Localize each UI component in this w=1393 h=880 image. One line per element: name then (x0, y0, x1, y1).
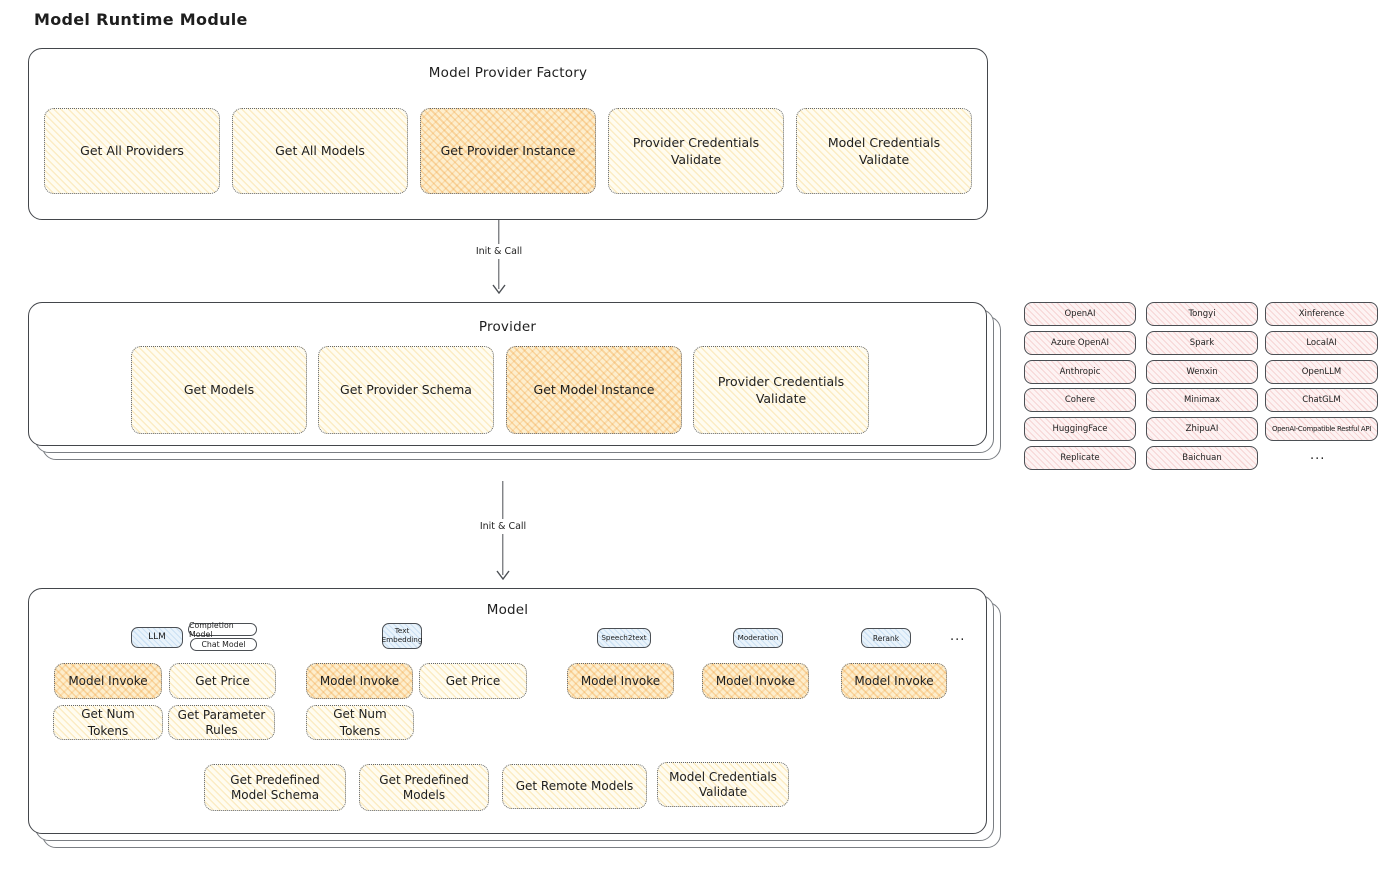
model-container: Model LLM Completion Model Chat Model Te… (28, 588, 987, 834)
arrow-head-icon (496, 570, 510, 580)
common-get-predefined-models: Get Predefined Models (359, 764, 489, 811)
tab-text-embedding: Text Embedding (382, 623, 422, 649)
llm-get-num-tokens: Get Num Tokens (53, 705, 163, 740)
provider-box-get-model-instance: Get Model Instance (506, 346, 682, 434)
provider-chip-openai-compatible-restful-api: OpenAI-Compatible Restful API (1265, 417, 1378, 441)
llm-get-price: Get Price (169, 663, 276, 699)
text-embedding-get-num-tokens: Get Num Tokens (306, 705, 414, 740)
factory-container: Model Provider Factory Get All Providers… (28, 48, 988, 220)
rerank-model-invoke: Model Invoke (841, 663, 947, 699)
tab-speech2text: Speech2text (597, 628, 651, 648)
arrow-provider-to-model: Init & Call (475, 481, 531, 580)
common-model-credentials-validate: Model Credentials Validate (657, 762, 789, 807)
factory-box-provider-credentials-validate: Provider Credentials Validate (608, 108, 784, 194)
tab-chat-model: Chat Model (190, 638, 257, 651)
factory-box-get-all-providers: Get All Providers (44, 108, 220, 194)
llm-model-invoke: Model Invoke (54, 663, 162, 699)
model-title: Model (486, 602, 529, 618)
provider-chip-chatglm: ChatGLM (1265, 388, 1378, 412)
provider-container: Provider Get Models Get Provider Schema … (28, 302, 987, 446)
provider-box-provider-credentials-validate: Provider Credentials Validate (693, 346, 869, 434)
arrow-factory-to-provider: Init & Call (471, 220, 527, 294)
tab-llm: LLM (131, 627, 183, 648)
provider-chip-zhipuai: ZhipuAI (1146, 417, 1258, 441)
factory-box-model-credentials-validate: Model Credentials Validate (796, 108, 972, 194)
provider-list-ellipsis: ... (1310, 448, 1326, 463)
page-title: Model Runtime Module (34, 10, 248, 29)
arrow-label-init-call-1: Init & Call (471, 244, 527, 259)
provider-chip-spark: Spark (1146, 331, 1258, 355)
factory-box-get-provider-instance: Get Provider Instance (420, 108, 596, 194)
common-get-remote-models: Get Remote Models (502, 764, 647, 809)
tab-moderation: Moderation (733, 628, 783, 648)
provider-title: Provider (478, 319, 537, 335)
provider-chip-minimax: Minimax (1146, 388, 1258, 412)
llm-get-parameter-rules: Get Parameter Rules (168, 705, 275, 740)
common-get-predefined-model-schema: Get Predefined Model Schema (204, 764, 346, 811)
factory-box-get-all-models: Get All Models (232, 108, 408, 194)
provider-chip-baichuan: Baichuan (1146, 446, 1258, 470)
arrow-head-icon (492, 284, 506, 294)
provider-box-get-provider-schema: Get Provider Schema (318, 346, 494, 434)
tab-rerank: Rerank (861, 628, 911, 648)
provider-chip-wenxin: Wenxin (1146, 360, 1258, 384)
tabs-ellipsis: ... (950, 629, 966, 644)
factory-title: Model Provider Factory (428, 65, 588, 81)
provider-chip-anthropic: Anthropic (1024, 360, 1136, 384)
provider-chip-replicate: Replicate (1024, 446, 1136, 470)
speech2text-model-invoke: Model Invoke (567, 663, 674, 699)
text-embedding-model-invoke: Model Invoke (306, 663, 413, 699)
provider-chip-azure-openai: Azure OpenAI (1024, 331, 1136, 355)
arrow-label-init-call-2: Init & Call (475, 519, 531, 534)
provider-chip-xinference: Xinference (1265, 302, 1378, 326)
provider-chip-openai: OpenAI (1024, 302, 1136, 326)
provider-chip-tongyi: Tongyi (1146, 302, 1258, 326)
provider-chip-openllm: OpenLLM (1265, 360, 1378, 384)
text-embedding-get-price: Get Price (419, 663, 527, 699)
tab-completion-model: Completion Model (188, 621, 257, 639)
provider-chip-localai: LocalAI (1265, 331, 1378, 355)
provider-chip-huggingface: HuggingFace (1024, 417, 1136, 441)
provider-chip-cohere: Cohere (1024, 388, 1136, 412)
provider-box-get-models: Get Models (131, 346, 307, 434)
moderation-model-invoke: Model Invoke (702, 663, 809, 699)
